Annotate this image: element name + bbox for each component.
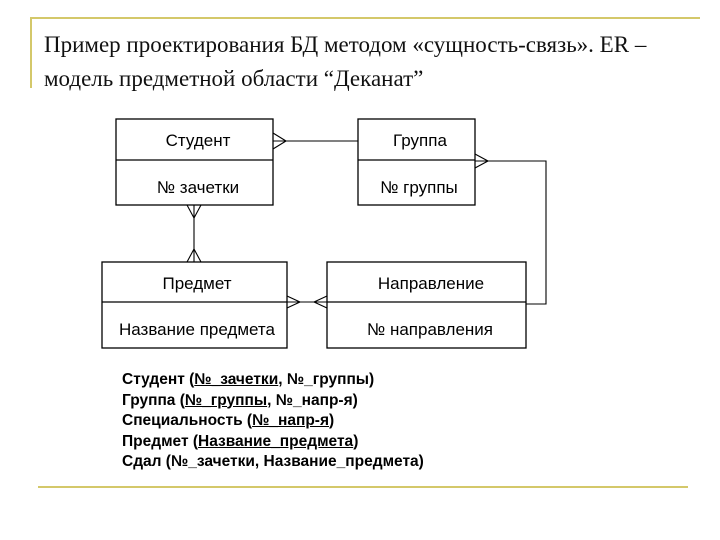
entity-subject-name: Предмет — [162, 274, 231, 293]
frame-bottom-line — [38, 486, 688, 488]
entity-subject-key: Название предмета — [119, 320, 276, 339]
schema-row-key: №_напр-я — [252, 412, 329, 429]
schema-row-name: Специальность — [122, 412, 243, 429]
schema-row: Группа (№_группы, №_напр-я) — [122, 391, 358, 409]
schema-row-key: Название_предмета — [198, 432, 354, 450]
entity-student-key: № зачетки — [157, 178, 239, 197]
rel-subject-direction — [286, 295, 328, 309]
frame-left-line — [30, 17, 32, 88]
entity-direction-name: Направление — [378, 274, 484, 293]
slide-title: Пример проектирования БД методом «сущнос… — [44, 28, 694, 96]
frame-top-line — [30, 17, 700, 19]
schema-row-key: №_группы — [184, 391, 268, 409]
schema-row: Предмет (Название_предмета) — [122, 432, 359, 450]
schema-row-name: Студент — [122, 371, 185, 388]
schema-row: Сдал (№_зачетки, Название_предмета) — [122, 453, 424, 470]
entity-direction-key: № направления — [367, 320, 493, 339]
schema-row-key: №_зачетки — [194, 371, 279, 388]
entity-student-name: Студент — [166, 131, 231, 150]
entity-group-name: Группа — [393, 131, 447, 150]
rel-student-subject — [186, 204, 202, 263]
rel-student-group — [272, 132, 358, 150]
title-line-2: модель предметной области “Деканат” — [44, 66, 424, 91]
schema-row: Студент (№_зачетки, №_группы) — [122, 371, 375, 388]
rel-group-direction — [474, 153, 547, 305]
schema-row-name: Группа — [122, 391, 176, 409]
entity-group-key: № группы — [380, 178, 458, 197]
entity-direction: Направление № направления — [326, 261, 527, 349]
schema-row-name: Предмет — [122, 432, 189, 450]
entity-group: Группа № группы — [357, 118, 476, 206]
title-line-1: Пример проектирования БД методом «сущнос… — [44, 32, 647, 57]
relational-schema: Студент (№_зачетки, №_группы) Группа (№_… — [122, 370, 424, 473]
schema-row-name: Сдал — [122, 453, 162, 470]
entity-student: Студент № зачетки — [115, 118, 274, 206]
schema-row: Специальность (№_напр-я) — [122, 412, 335, 429]
entity-subject: Предмет Название предмета — [101, 261, 288, 349]
